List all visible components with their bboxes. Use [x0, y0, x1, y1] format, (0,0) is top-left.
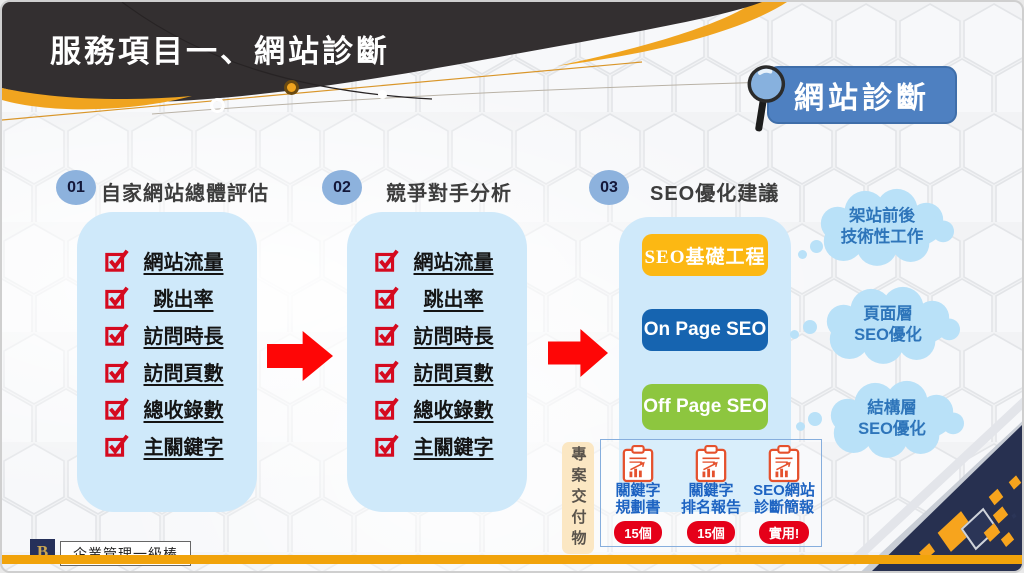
- column2-checklist: 網站流量 跳出率 訪問時長 訪問頁數 總收錄數 主關鍵字: [360, 246, 515, 459]
- column2-title: 競爭對手分析: [386, 183, 512, 205]
- clipboard-report-icon: [622, 445, 654, 483]
- checklist-item: 訪問頁數: [104, 357, 231, 385]
- checkbox-icon: [104, 286, 129, 309]
- checkbox-icon: [374, 434, 399, 457]
- bubble-dot: [810, 240, 823, 253]
- column1-title: 自家網站總體評估: [101, 183, 269, 205]
- checklist-item: 跳出率: [374, 283, 501, 311]
- checklist-item: 總收錄數: [104, 394, 231, 422]
- column1-checklist: 網站流量 跳出率 訪問時長 訪問頁數 總收錄數 主關鍵字: [90, 246, 245, 459]
- deliverables-side-tab: 專案交付物: [562, 442, 594, 554]
- decor-white-dot: [378, 90, 387, 99]
- checklist-item: 主關鍵字: [104, 431, 231, 459]
- decor-orange-dot: [284, 80, 299, 95]
- checkbox-icon: [104, 249, 129, 272]
- deliverables-box: 關鍵字規劃書 15個 關鍵字排名報告 15個: [600, 439, 822, 547]
- clipboard-report-icon: [695, 445, 727, 483]
- checklist-item: 網站流量: [104, 246, 231, 274]
- checkbox-icon: [104, 323, 129, 346]
- count-badge: 實用!: [758, 520, 810, 544]
- count-badge: 15個: [614, 520, 662, 544]
- magnifier-icon: [747, 65, 786, 132]
- checklist-item: 跳出率: [104, 283, 231, 311]
- checklist-item: 訪問時長: [104, 320, 231, 348]
- count-badge: 15個: [687, 520, 735, 544]
- checkbox-icon: [104, 360, 129, 383]
- checklist-item: 總收錄數: [374, 394, 501, 422]
- checklist-item: 主關鍵字: [374, 431, 501, 459]
- deliverable-item: SEO網站診斷簡報 實用!: [748, 445, 820, 544]
- checkbox-icon: [374, 360, 399, 383]
- footer-orange-bar: [2, 555, 1022, 564]
- bubble-dot: [796, 422, 805, 431]
- off-page-seo-button[interactable]: Off Page SEO: [642, 384, 768, 430]
- step-number-2: 02: [322, 170, 362, 205]
- arrow-right-icon: [548, 329, 608, 377]
- checkbox-icon: [104, 397, 129, 420]
- checkbox-icon: [104, 434, 129, 457]
- checkbox-icon: [374, 397, 399, 420]
- clipboard-report-icon: [768, 445, 800, 483]
- checklist-item: 訪問時長: [374, 320, 501, 348]
- step-number-1: 01: [56, 170, 96, 205]
- on-page-seo-button[interactable]: On Page SEO: [642, 309, 768, 351]
- checkbox-icon: [374, 249, 399, 272]
- deliverable-item: 關鍵字規劃書 15個: [602, 445, 674, 544]
- header-curve: [2, 2, 787, 121]
- column3-title: SEO優化建議: [650, 183, 780, 205]
- arrow-right-icon: [267, 331, 333, 381]
- checklist-item: 網站流量: [374, 246, 501, 274]
- diagnosis-badge-button[interactable]: 網站診斷: [767, 66, 957, 124]
- bubble-dot: [790, 330, 799, 339]
- bubble-dot: [798, 250, 807, 259]
- checklist-item: 訪問頁數: [374, 357, 501, 385]
- seo-foundation-button[interactable]: SEO基礎工程: [642, 234, 768, 276]
- step-number-3: 03: [589, 170, 629, 205]
- checkbox-icon: [374, 323, 399, 346]
- deliverable-item: 關鍵字排名報告 15個: [675, 445, 747, 544]
- bubble-dot: [808, 412, 822, 426]
- page-title: 服務項目一、網站診斷: [50, 34, 390, 69]
- cloud-note-1: 架站前後技術性工作: [808, 184, 956, 270]
- decor-ring: [210, 98, 225, 113]
- bubble-dot: [803, 320, 817, 334]
- checkbox-icon: [374, 286, 399, 309]
